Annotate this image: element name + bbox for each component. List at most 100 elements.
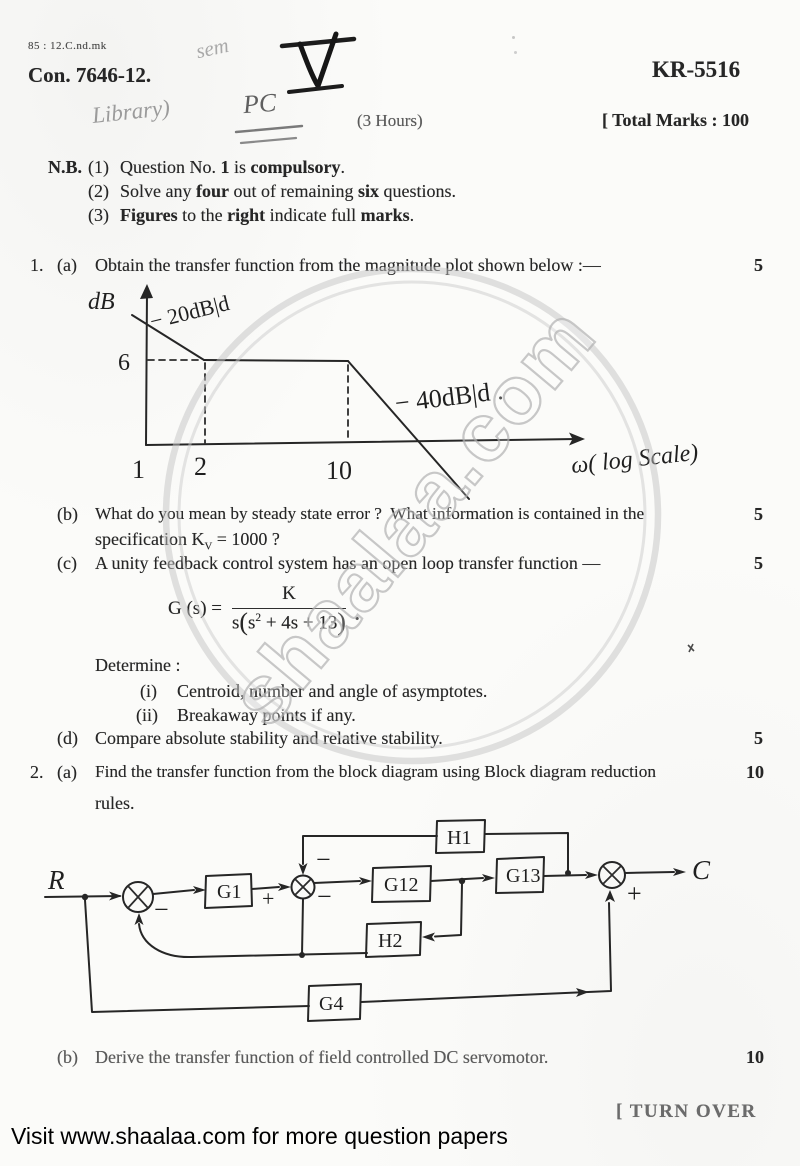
line-sum3-output — [624, 871, 675, 874]
arrow-g4-mid — [576, 988, 589, 997]
formula-fraction: K s(s2 + 4s + 13) — [232, 583, 346, 634]
arrow-into-sum3 — [585, 871, 598, 879]
q1a-label: (a) — [57, 255, 77, 275]
q1-number: 1. — [30, 255, 44, 275]
determine-ii-no: (ii) — [136, 705, 158, 725]
input-r-label: R — [47, 865, 65, 895]
q2b-label: (b) — [57, 1047, 78, 1067]
formula-lhs: G (s) = — [168, 597, 222, 619]
con-number: Con. 7646-12. — [28, 63, 152, 87]
line-sum2-g12 — [313, 880, 361, 884]
block-h1 — [435, 819, 486, 854]
duration: (3 Hours) — [357, 111, 423, 130]
determine-i-text: Centroid, number and angle of asymptotes… — [177, 681, 488, 701]
arrow-into-g13 — [482, 874, 495, 882]
q1d-label: (d) — [57, 728, 78, 748]
arrow-into-g12 — [359, 877, 372, 885]
slope-20-label: − 20dB|d — [147, 290, 232, 334]
block-g4 — [307, 983, 362, 1022]
q1b-label: (b) — [57, 504, 78, 524]
tick-10: 10 — [326, 456, 352, 485]
q1b-line2: specification KV = 1000 ? — [95, 529, 280, 553]
summing-junction-2 — [290, 874, 316, 900]
takeoff-node-input — [81, 893, 89, 901]
tick-1: 1 — [132, 455, 145, 484]
total-marks: [ Total Marks : 100 — [602, 110, 750, 130]
summing-junction-3 — [598, 861, 626, 889]
takeoff-node-after-g13 — [565, 870, 571, 876]
q2-number: 2. — [30, 762, 44, 782]
line-g13-sum3 — [543, 874, 587, 877]
block-g1 — [204, 873, 253, 909]
flat-segment — [203, 359, 349, 362]
block-h2-label: H2 — [378, 930, 402, 952]
level-6-label: 6 — [118, 350, 130, 376]
sum2-plus-sign: + — [262, 886, 274, 911]
omega-log-scale-label: ω( log Scale) — [570, 440, 700, 479]
q1d-marks: 5 — [754, 728, 763, 748]
handwritten-pc: PC — [241, 87, 278, 120]
block-g13 — [495, 856, 545, 894]
q2a-line2: rules. — [95, 793, 135, 813]
nb-item-3-no: (3) — [88, 205, 109, 225]
sum2-bottom-minus-sign: − — [317, 882, 332, 911]
handwritten-sem: sem — [193, 32, 231, 64]
paper-code: KR-5516 — [652, 57, 741, 82]
junction-node-h2-line — [299, 952, 305, 958]
block-g12 — [371, 865, 432, 903]
arrow-into-sum2 — [278, 883, 291, 891]
h2-line-out — [138, 923, 368, 959]
block-g13-label: G13 — [506, 865, 540, 887]
block-g12-label: G12 — [384, 874, 418, 896]
sum2-bottom-link — [301, 898, 304, 956]
block-g4-label: G4 — [319, 993, 343, 1015]
scan-noise — [512, 36, 515, 39]
h1-line-right — [484, 832, 569, 872]
output-c-label: C — [692, 855, 711, 885]
sum1-minus-sign: − — [154, 895, 169, 924]
line-g12-g13 — [430, 877, 484, 882]
transfer-function-formula: G (s) = K s(s2 + 4s + 13) · — [168, 583, 360, 634]
q1c-text: A unity feedback control system has an o… — [95, 553, 601, 573]
tick-2: 2 — [194, 452, 207, 481]
ink-speck — [687, 643, 695, 653]
x-axis — [145, 438, 577, 446]
q1d-text: Compare absolute stability and relative … — [95, 728, 443, 748]
footer-banner: Visit www.shaalaa.com for more question … — [11, 1123, 508, 1149]
q2a-label: (a) — [57, 762, 77, 782]
bode-magnitude-plot-figure: dB 6 1 2 10 − 20dB|d − 40dB|d . ω( log S… — [88, 284, 700, 500]
h2-line-in — [434, 883, 463, 938]
takeoff-node-after-g12 — [458, 877, 466, 885]
determine-title: Determine : — [95, 655, 181, 675]
scan-ref-code: 85 : 12.C.nd.mk — [28, 40, 107, 52]
q1c-marks: 5 — [754, 553, 763, 573]
arrow-into-sum1 — [109, 891, 122, 901]
formula-trailing-dot: · — [353, 608, 361, 630]
nb-item-2-text: Solve any four out of remaining six ques… — [120, 181, 457, 201]
determine-i-no: (i) — [140, 681, 157, 701]
q1b-line1: What do you mean by steady state error ?… — [95, 504, 645, 523]
h1-line-left — [302, 835, 438, 865]
nb-item-2-no: (2) — [88, 181, 109, 201]
handwritten-sem-numeral-v: V — [279, 31, 357, 94]
slope-40-label: − 40dB|d . — [393, 376, 504, 418]
nb-item-1-no: (1) — [88, 157, 109, 177]
summing-junction-1 — [122, 881, 154, 913]
nb-label: N.B. — [48, 157, 83, 177]
q2a-marks: 10 — [746, 762, 764, 782]
q1a-text: Obtain the transfer function from the ma… — [95, 255, 601, 275]
nb-block: N.B. (1) Question No. 1 is compulsory. (… — [48, 157, 748, 233]
sum3-plus-sign: + — [627, 879, 642, 908]
arrow-h1-into-sum2 — [298, 863, 308, 875]
arrow-h2-into-sum1 — [134, 913, 144, 925]
q1a-marks: 5 — [754, 255, 763, 275]
y-axis-label: dB — [88, 289, 115, 315]
pc-double-underline — [234, 124, 304, 145]
line-g1-sum2 — [251, 886, 280, 890]
q1b-marks: 5 — [754, 504, 763, 524]
g4-line-left — [84, 899, 310, 1013]
nb-item-3-text: Figures to the right indicate full marks… — [120, 205, 415, 225]
arrow-g4-into-sum3 — [605, 890, 615, 902]
sum2-top-minus-sign: − — [316, 845, 331, 874]
sem-numeral-text: V — [306, 75, 307, 77]
